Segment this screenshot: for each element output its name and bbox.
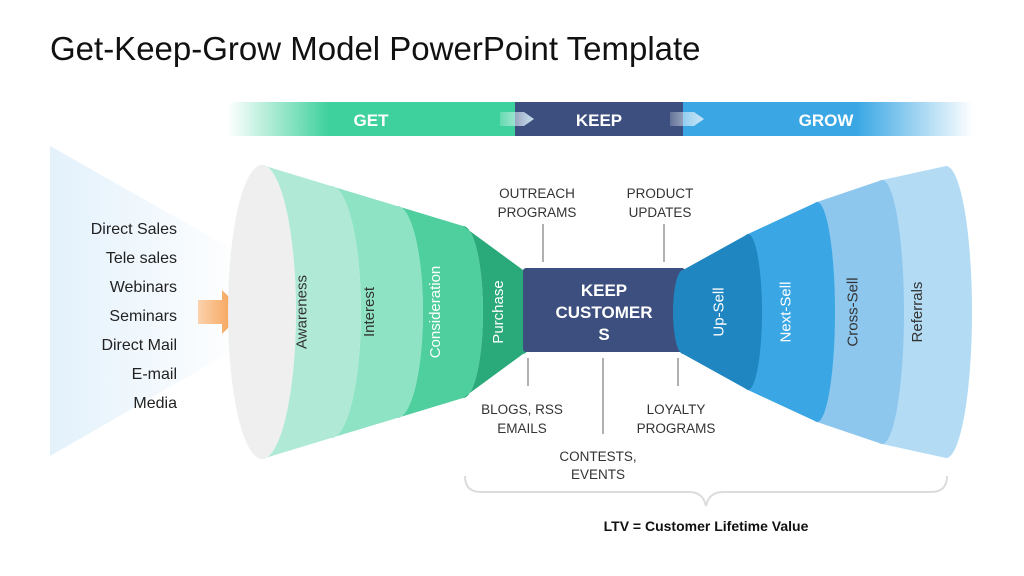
get-phase-label: GET bbox=[354, 111, 390, 130]
callout-loyalty: LOYALTY bbox=[647, 402, 706, 417]
callout-contests: CONTESTS, bbox=[559, 449, 636, 464]
keep-customers-box bbox=[523, 268, 685, 352]
keep-phase-bar bbox=[515, 102, 683, 136]
grow-phase-label: GROW bbox=[799, 111, 855, 130]
get-funnel: Awareness Interest Consideration Purchase bbox=[228, 165, 535, 459]
get-stage-label: Consideration bbox=[427, 266, 444, 359]
callout-blogs: BLOGS, RSS bbox=[481, 402, 563, 417]
page-title: Get-Keep-Grow Model PowerPoint Template bbox=[50, 30, 701, 67]
funnel-mouth bbox=[228, 165, 296, 459]
lifetime-brace bbox=[464, 475, 948, 507]
channel-item: Seminars bbox=[109, 308, 177, 325]
channel-item: Direct Mail bbox=[101, 337, 177, 354]
grow-phase-bar bbox=[683, 102, 973, 136]
get-stage-segment bbox=[331, 186, 423, 438]
channel-item: Tele sales bbox=[106, 250, 177, 267]
keep-center-line: KEEP bbox=[581, 281, 627, 300]
callout-outreach: OUTREACH bbox=[499, 186, 575, 201]
get-phase-bar bbox=[228, 102, 515, 136]
ltv-footer: LTV = Customer Lifetime Value bbox=[604, 518, 809, 534]
phase-header-bar: GET KEEP GROW bbox=[228, 102, 973, 136]
keep-center-line: CUSTOMER bbox=[556, 303, 653, 322]
chevron-right-icon bbox=[670, 112, 704, 126]
get-stage-segment bbox=[463, 226, 535, 398]
keep-center-line: S bbox=[598, 325, 609, 344]
chevron-right-icon bbox=[500, 112, 534, 126]
callout-product-updates: UPDATES bbox=[629, 205, 692, 220]
get-stage-label: Interest bbox=[361, 286, 378, 337]
grow-stage-segment bbox=[734, 202, 835, 422]
grow-stage-label: Referrals bbox=[909, 282, 926, 343]
grow-stage-label: Cross-Sell bbox=[844, 277, 861, 346]
channels-fan bbox=[50, 146, 248, 456]
callout-product-updates: PRODUCT bbox=[627, 186, 694, 201]
get-stage-label: Awareness bbox=[293, 275, 310, 349]
channel-item: Direct Sales bbox=[91, 221, 177, 238]
grow-stage-segment bbox=[673, 234, 762, 390]
callout-contests: EVENTS bbox=[571, 467, 625, 482]
get-stage-segment bbox=[262, 165, 361, 459]
grow-stage-label: Up-Sell bbox=[710, 287, 727, 336]
get-stage-segment bbox=[397, 206, 483, 418]
channel-item: E-mail bbox=[132, 366, 177, 383]
keep-phase-label: KEEP bbox=[576, 111, 622, 130]
channel-item: Webinars bbox=[110, 279, 177, 296]
channel-item: Media bbox=[133, 395, 177, 412]
get-stage-label: Purchase bbox=[490, 280, 507, 343]
grow-stage-label: Next-Sell bbox=[777, 282, 794, 343]
callout-loyalty: PROGRAMS bbox=[637, 421, 716, 436]
callout-blogs: EMAILS bbox=[497, 421, 547, 436]
keep-center: KEEP CUSTOMER S OUTREACH PROGRAMS PRODUC… bbox=[481, 186, 715, 482]
grow-funnel: Up-Sell Next-Sell Cross-Sell Referrals bbox=[673, 166, 972, 458]
callout-outreach: PROGRAMS bbox=[498, 205, 577, 220]
